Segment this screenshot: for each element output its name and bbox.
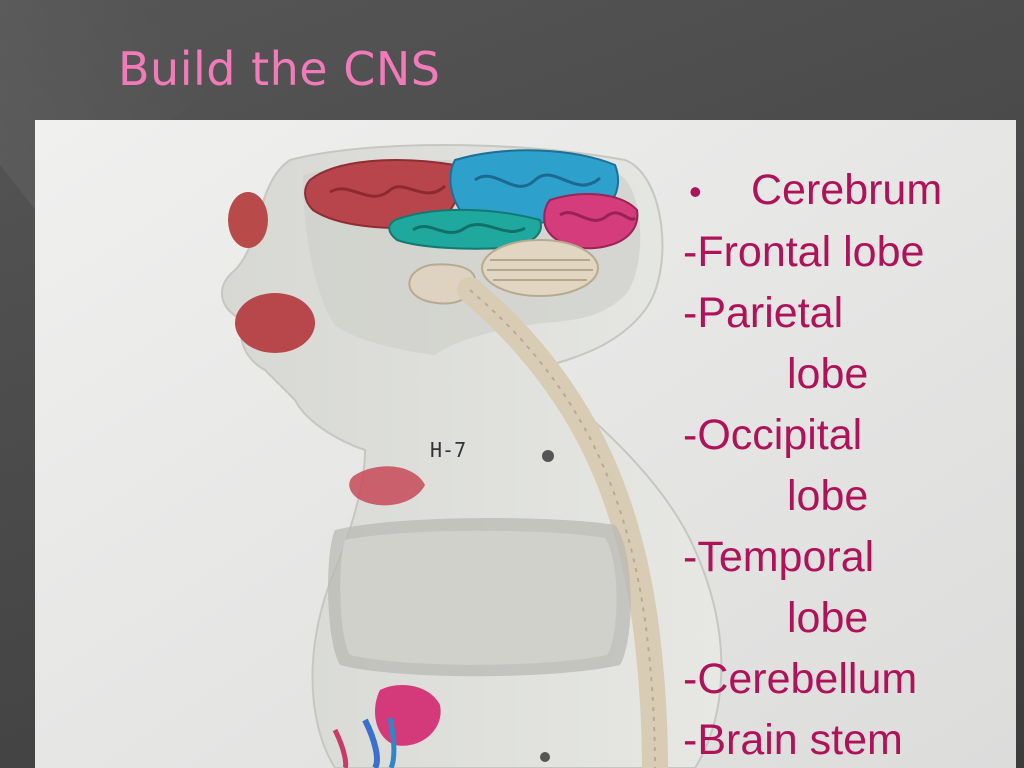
slide-title: Build the CNS <box>118 42 441 96</box>
list-item: lobe <box>787 472 869 520</box>
list-item: -Parietal <box>683 289 844 337</box>
brain-model-photo: H-7 • Cerebrum -Frontal lobe -Parietal l… <box>35 120 1016 768</box>
list-item: -Frontal lobe <box>683 228 925 276</box>
list-item: lobe <box>787 350 869 398</box>
list-item: lobe <box>787 594 869 642</box>
bullet-icon: • <box>689 171 702 212</box>
clay-head-model-illustration: H-7 <box>35 120 1016 768</box>
list-item: -Occipital <box>683 411 863 459</box>
cns-parts-list: • Cerebrum -Frontal lobe -Parietal lobe … <box>683 160 1013 768</box>
list-item: -Brain stem <box>683 716 903 764</box>
list-item-heading: • Cerebrum <box>683 160 1013 222</box>
list-item: -Cerebellum <box>683 655 918 703</box>
list-item: -Temporal <box>683 533 875 581</box>
model-label: H-7 <box>430 438 466 462</box>
list-heading: Cerebrum <box>751 166 943 214</box>
